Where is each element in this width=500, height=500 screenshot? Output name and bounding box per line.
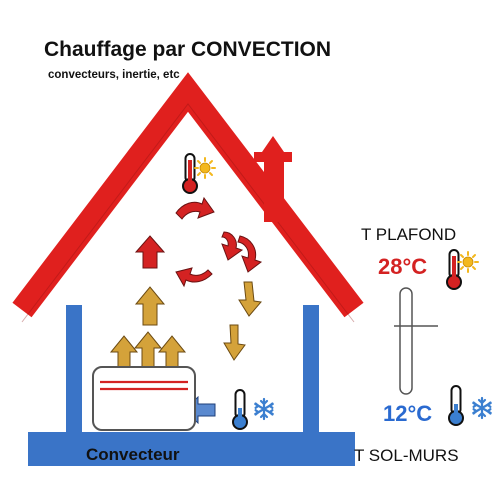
sun-icon bbox=[457, 251, 479, 273]
snowflake-icon bbox=[254, 397, 274, 421]
ceiling-temp-label: T PLAFOND bbox=[361, 225, 456, 244]
convector-label: Convecteur bbox=[86, 445, 180, 464]
thermometer-hot-icon bbox=[182, 153, 198, 194]
ceiling-heat-indicator bbox=[182, 153, 216, 194]
hot-swirl-arrow bbox=[237, 235, 263, 273]
descending-arrow bbox=[238, 281, 262, 317]
hot-swirl-arrow bbox=[175, 196, 215, 220]
rising-arrow bbox=[134, 286, 166, 326]
chimney bbox=[254, 136, 292, 222]
hot-swirl-arrow bbox=[175, 267, 213, 288]
ceiling-temp-value: 28°C bbox=[378, 254, 427, 279]
right-wall bbox=[303, 305, 319, 440]
floor-cold-indicator bbox=[232, 389, 274, 430]
hot-rising-arrow bbox=[134, 235, 166, 269]
rising-arrow bbox=[157, 335, 187, 371]
hot-swirl-arrow bbox=[221, 231, 244, 261]
floor-temp-value: 12°C bbox=[383, 401, 432, 426]
temperature-panel: T PLAFOND 28°C 12°C T SOL-MURS bbox=[354, 225, 492, 465]
left-wall bbox=[66, 305, 82, 440]
rising-arrow bbox=[133, 331, 163, 371]
descending-arrow bbox=[223, 324, 246, 361]
sun-icon bbox=[194, 157, 216, 179]
thermometer-cold-icon bbox=[448, 385, 464, 426]
gauge-tube bbox=[399, 287, 413, 395]
thermometer-hot-icon bbox=[446, 249, 462, 290]
convector-heater bbox=[92, 366, 196, 431]
diagram-title: Chauffage par CONVECTION bbox=[44, 38, 331, 61]
snowflake-icon bbox=[472, 396, 492, 420]
thermometer-cold-icon bbox=[232, 389, 248, 430]
floor-temp-label: T SOL-MURS bbox=[354, 446, 459, 465]
floor-slab bbox=[28, 432, 355, 466]
roof bbox=[12, 72, 364, 323]
diagram-subtitle: convecteurs, inertie, etc bbox=[48, 69, 180, 81]
